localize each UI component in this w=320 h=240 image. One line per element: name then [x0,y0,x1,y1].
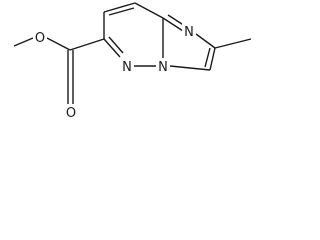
bond-imid-c2-c3-b [204,47,211,68]
atom-n-pyridazine: N [122,60,132,75]
bond-ring-c5-c4-a [103,2,136,13]
structure-diagram: O O N N N [13,2,252,121]
bond-methyl-oxygen [13,37,34,47]
bond-imid-n1-c2 [195,33,216,49]
bond-carbonyl-ring [69,38,105,51]
bond-ring-c6-n-a [103,38,121,58]
atom-o-carbonyl: O [66,106,76,121]
bond-ring-c6-n-b [108,36,124,54]
bond-methyl-c2 [214,38,252,49]
atom-n-bridgehead: N [158,60,168,75]
bond-imid-c8a-n1-a [162,17,184,32]
bond-ring-c4-c8a [134,2,164,19]
atom-n-imidazole: N [184,25,194,40]
bond-imid-c3-n4 [169,65,211,71]
atom-o-methoxy: O [35,31,45,46]
bond-ring-c5-c4-b [108,7,135,16]
bond-imid-c2-c3-a [209,47,216,71]
bond-oxygen-carbonyl [46,37,71,51]
